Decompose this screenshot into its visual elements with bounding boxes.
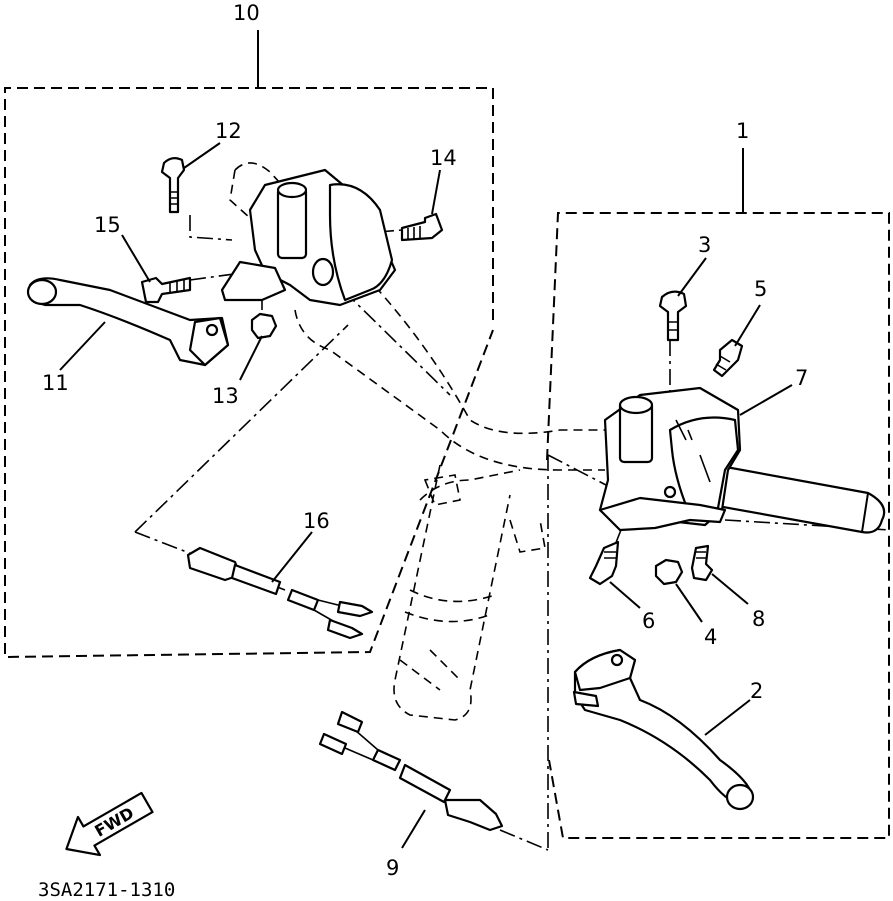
leader-line [739,384,793,416]
bolt-6 [588,540,620,586]
bolt-6-thread [604,551,616,559]
callout-1: 1 [736,119,749,143]
leader-line [59,321,106,371]
left-lever-holder-clamp [328,183,394,302]
leader-line [675,583,703,623]
callout-16: 16 [303,509,330,533]
callout-15: 15 [94,213,121,237]
left-holder-boss-top [276,181,308,199]
callout-9: 9 [386,856,399,880]
callout-11: 11 [42,371,69,395]
bolt-15-thread [169,280,185,293]
leader-line [271,531,313,583]
callout-4: 4 [704,625,717,649]
leader-line [401,809,426,849]
handlebar-phantom [229,169,251,219]
switch-9-terminal [318,732,348,756]
callout-2: 2 [750,679,763,703]
callout-13: 13 [212,384,239,408]
left-holder-boss [276,186,308,260]
callout-3: 3 [698,233,711,257]
front-fork-phantom [423,474,461,506]
front-fork-phantom [509,519,546,553]
alignment-line [189,215,233,241]
leader-line [677,257,707,297]
handlebar-phantom [234,162,610,435]
front-fork-phantom [399,649,461,691]
right-grip [710,463,886,534]
left-holder-hole [311,257,335,287]
front-fork-phantom [409,589,496,603]
brake-lever-ball [725,783,755,811]
screw-5 [712,338,744,378]
switch-16-wire [286,588,320,612]
fwd-arrow-icon: FWD [65,791,154,857]
nut-4 [654,558,684,586]
right-holder-base [598,496,727,532]
leader-line [121,234,151,283]
group-box-10 [4,87,494,659]
switch-9-body [443,798,504,832]
bolt-3 [658,290,688,342]
right-holder-boss-top [618,395,654,415]
callout-14: 14 [430,146,457,170]
group-box-1 [546,212,890,839]
leader-line [609,581,641,609]
alignment-line [499,829,549,851]
screw-8-thread [696,551,706,559]
switch-16-terminal [326,618,364,640]
callout-5: 5 [754,277,767,301]
leader-line [711,573,749,605]
callout-8: 8 [752,607,765,631]
right-grip-tip [861,492,869,533]
switch-9-terminal [336,710,364,734]
right-holder-slot [675,419,711,483]
leader-line [734,304,761,347]
screw-8 [690,544,714,582]
leader-line [704,699,751,736]
callout-7: 7 [795,366,808,390]
bolt-3-thread [668,321,678,331]
brake-lever-hole [610,653,624,667]
handlebar-phantom [294,309,605,471]
drawing-code: 3SA2171-1310 [38,879,175,901]
front-fork-phantom [393,464,511,721]
front-fork-phantom [404,611,493,623]
switch-9-wire [371,748,402,772]
bolt-14 [400,212,444,242]
bolt-12-thread [170,191,178,205]
bolt-14-thread [407,226,421,240]
clutch-lever-pivot [188,316,230,367]
callout-10: 10 [233,1,260,25]
callout-6: 6 [642,609,655,633]
switch-9-shaft [398,763,452,804]
handlebar-phantom [419,469,521,501]
left-holder-bracket [220,260,287,302]
switch-16-shaft [230,563,282,596]
switch-16-terminal [336,600,374,618]
callout-12: 12 [215,119,242,143]
right-holder-hole [663,485,677,499]
leader-line [431,169,441,215]
screw-5-thread [715,355,731,371]
clutch-lever-ball [26,278,58,306]
leader-line [239,335,263,381]
alignment-line [134,324,349,533]
brake-lever-tab [572,690,600,708]
nut-13 [250,312,278,340]
bolt-15 [140,276,192,304]
leader-line [183,142,221,169]
clutch-lever-hole [205,323,219,337]
bolt-12 [160,156,186,214]
